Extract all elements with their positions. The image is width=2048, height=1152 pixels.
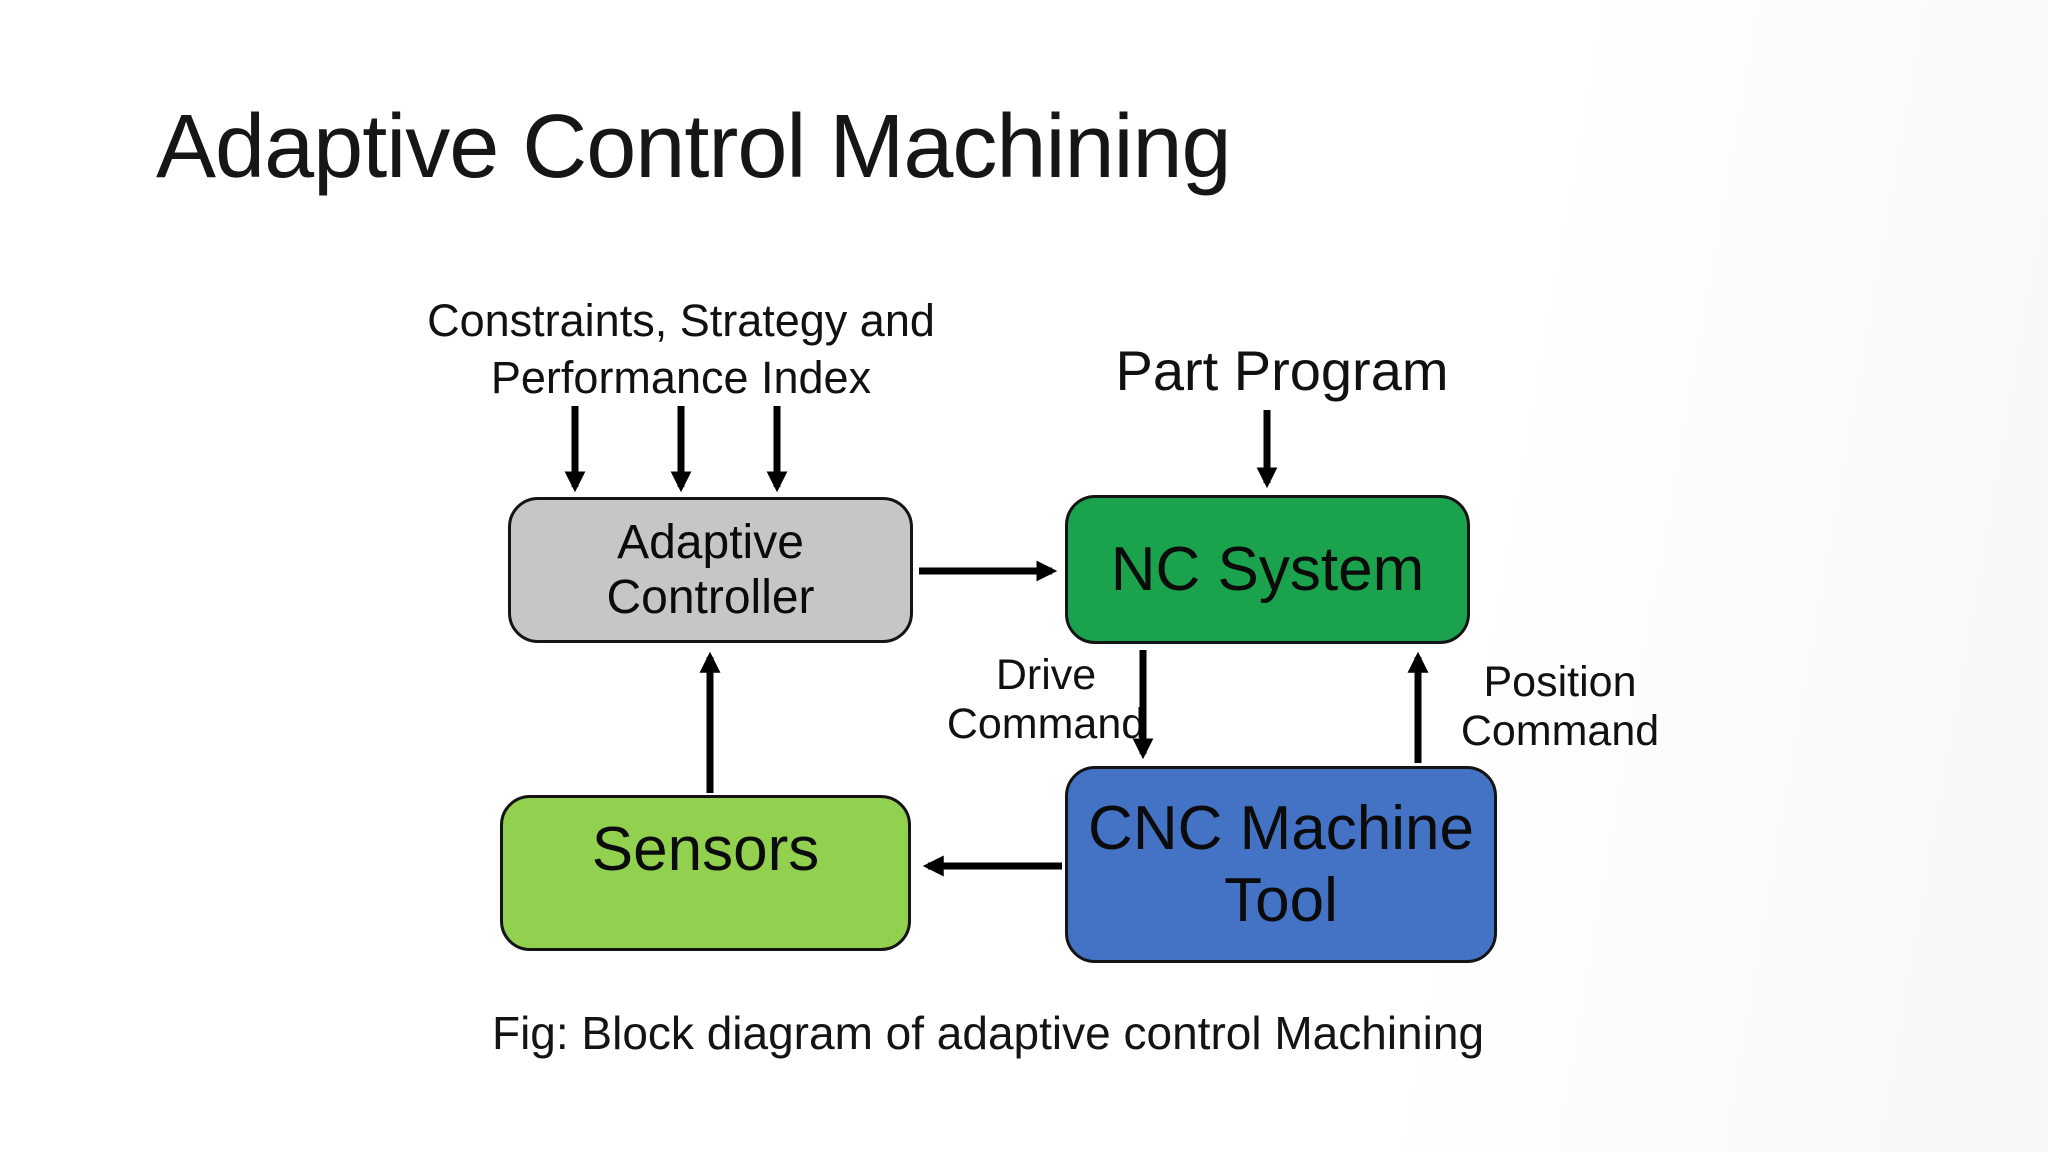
position-command-line1: Position — [1483, 658, 1637, 706]
block-sensors: Sensors — [500, 795, 911, 951]
figure-caption: Fig: Block diagram of adaptive control M… — [491, 1007, 1485, 1059]
block-adaptive-controller: Adaptive Controller — [508, 497, 913, 643]
block-cnc-machine-tool: CNC Machine Tool — [1065, 766, 1497, 963]
constraints-line1: Constraints, Strategy and — [427, 295, 935, 346]
block-nc-system: NC System — [1065, 495, 1470, 644]
block-cnc-machine-tool-label: CNC Machine Tool — [1088, 794, 1474, 935]
constraints-line2: Performance Index — [490, 352, 872, 403]
position-command-label: Position Command — [1430, 658, 1690, 756]
block-sensors-label: Sensors — [591, 815, 820, 885]
drive-command-line2: Command — [946, 700, 1146, 748]
slide-title: Adaptive Control Machining — [156, 97, 1232, 197]
block-nc-system-label: NC System — [1110, 534, 1425, 604]
drive-command-label: Drive Command — [916, 651, 1176, 749]
position-command-line2: Command — [1460, 707, 1660, 755]
block-adaptive-controller-label: Adaptive Controller — [606, 515, 815, 624]
drive-command-line1: Drive — [995, 651, 1097, 699]
part-program-label: Part Program — [1115, 339, 1449, 402]
constraints-label: Constraints, Strategy and Performance In… — [381, 292, 981, 406]
